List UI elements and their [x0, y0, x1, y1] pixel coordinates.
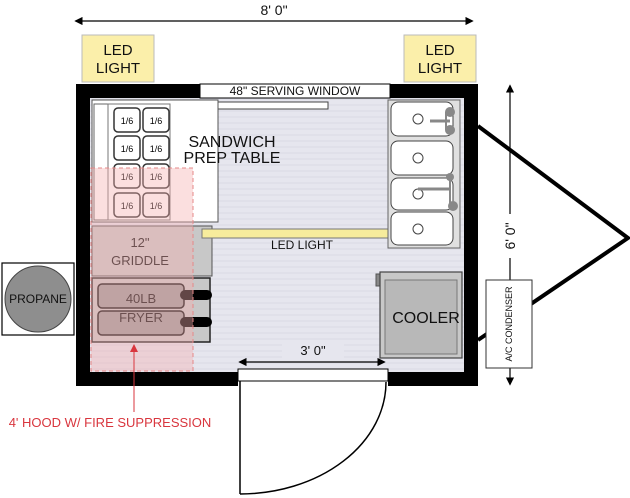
led-light-right-line1: LED	[425, 42, 454, 59]
fire-suppression-hood	[90, 167, 194, 372]
prep-pan-label: 1/6	[150, 116, 163, 126]
faucet-icon	[418, 173, 458, 211]
width-dimension: 8' 0"	[74, 2, 474, 26]
led-light-bar-label: LED LIGHT	[271, 238, 334, 252]
led-light-left: LED LIGHT	[81, 34, 155, 83]
width-label: 8' 0"	[260, 2, 287, 18]
prep-pans: 1/6 1/6 1/6 1/6 1/6 1/6 1/6 1/6	[113, 107, 170, 218]
prep-pan-label: 1/6	[150, 144, 163, 154]
hood-label: 4' HOOD W/ FIRE SUPPRESSION	[9, 415, 212, 430]
propane-tank: PROPANE	[1, 262, 75, 336]
prep-pan-label: 1/6	[150, 201, 163, 211]
led-light-left-line1: LED	[103, 42, 132, 59]
height-label: 6' 0"	[502, 222, 518, 249]
height-dimension: 6' 0"	[500, 84, 520, 386]
prep-pan	[113, 135, 141, 161]
griddle: 12" GRIDDLE	[91, 225, 213, 277]
cooler: COOLER	[375, 271, 463, 359]
faucet-icon	[430, 107, 455, 135]
prep-pan	[142, 192, 170, 218]
prep-pan	[142, 163, 170, 189]
prep-pan-label: 1/6	[121, 144, 134, 154]
prep-pan	[113, 107, 141, 133]
griddle-line1: 12"	[130, 235, 149, 250]
prep-pan-label: 1/6	[121, 116, 134, 126]
prep-pan	[142, 135, 170, 161]
serving-window: 48" SERVING WINDOW	[199, 83, 391, 110]
prep-pan-label: 1/6	[150, 172, 163, 182]
led-light-right: LED LIGHT	[403, 34, 477, 83]
fryer: 40LB FRYER	[91, 277, 212, 343]
fryer-line2: FRYER	[119, 310, 163, 325]
cooler-label: COOLER	[392, 310, 460, 327]
ac-condenser-label: A/C CONDENSER	[504, 286, 514, 362]
prep-pan-label: 1/6	[121, 172, 134, 182]
trailer-walls	[76, 84, 478, 386]
sink-unit	[387, 99, 461, 249]
propane-label: PROPANE	[9, 292, 67, 306]
prep-table-line1: SANDWICH	[188, 134, 275, 151]
entry-door: 3' 0"	[237, 341, 389, 495]
prep-pan-label: 1/6	[121, 201, 134, 211]
hood-callout: 4' HOOD W/ FIRE SUPPRESSION	[9, 344, 212, 430]
door-width-label: 3' 0"	[300, 343, 326, 358]
prep-pan	[142, 107, 170, 133]
led-light-right-line2: LIGHT	[418, 60, 462, 77]
fryer-line1: 40LB	[126, 291, 156, 306]
prep-pan	[113, 192, 141, 218]
serving-window-label: 48" SERVING WINDOW	[230, 84, 361, 98]
ac-condenser: A/C CONDENSER	[485, 279, 533, 369]
led-light-left-line2: LIGHT	[96, 60, 140, 77]
prep-table-line2: PREP TABLE	[184, 150, 281, 167]
prep-pan	[113, 163, 141, 189]
griddle-line2: GRIDDLE	[111, 253, 169, 268]
